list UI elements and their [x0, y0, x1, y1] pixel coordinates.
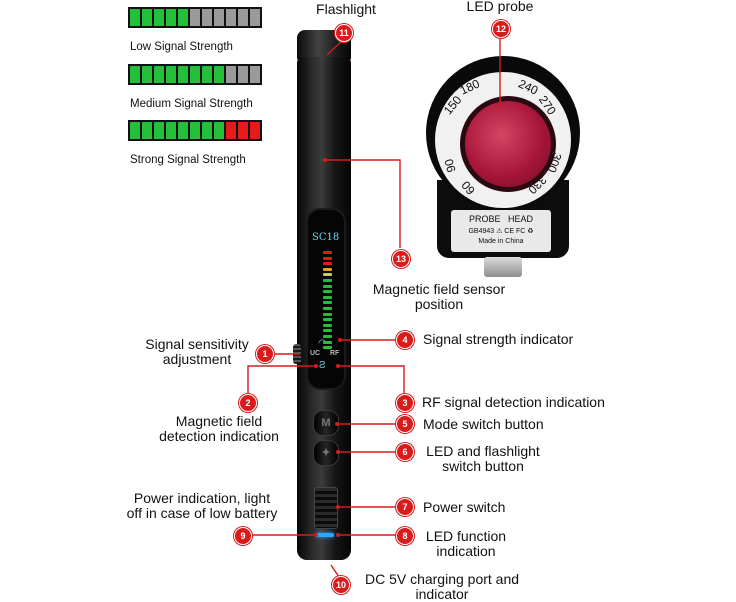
signal-segment — [250, 66, 260, 83]
medium-signal-bar — [128, 64, 262, 85]
label-led-flashlight-switch: LED and flashlight switch button — [426, 443, 540, 474]
signal-led — [323, 323, 332, 327]
signal-led — [323, 346, 332, 350]
signal-segment — [178, 66, 188, 83]
label-magnetic-sensor: Magnetic field sensor position — [372, 281, 506, 312]
signal-segment — [178, 122, 188, 139]
strong-signal-bar — [128, 120, 262, 141]
signal-segment — [130, 122, 140, 139]
callout-badge-13: 13 — [392, 250, 410, 268]
signal-segment — [166, 9, 176, 26]
signal-segment — [226, 66, 236, 83]
display-screen: SC18 UC RF ◠ Ƨ — [306, 208, 346, 390]
signal-segment — [202, 66, 212, 83]
label-signal-indicator: Signal strength indicator — [423, 331, 574, 347]
callout-badge-5: 5 — [396, 415, 414, 433]
signal-segment — [190, 122, 200, 139]
callout-badge-10: 10 — [332, 576, 350, 594]
signal-segment — [142, 66, 152, 83]
signal-segment — [130, 9, 140, 26]
label-magnetic-detection: Magnetic field detection indication — [159, 413, 279, 444]
label-led-function: LED function indication — [425, 528, 507, 559]
signal-led — [323, 312, 332, 316]
signal-segment — [214, 66, 224, 83]
label-rf-detection: RF signal detection indication — [422, 394, 605, 410]
signal-led — [323, 262, 332, 266]
label-dc-charging: DC 5V charging port and indicator — [364, 571, 520, 602]
signal-segment — [190, 66, 200, 83]
callout-badge-9: 9 — [234, 527, 252, 545]
signal-led — [323, 301, 332, 305]
signal-segment — [214, 122, 224, 139]
screen-uc-tag: UC — [310, 350, 321, 357]
signal-segment — [250, 9, 260, 26]
led-function-indicator — [316, 533, 334, 537]
callout-badge-2: 2 — [239, 394, 257, 412]
signal-segment — [142, 9, 152, 26]
callout-badge-11: 11 — [335, 24, 353, 42]
signal-segment — [142, 122, 152, 139]
signal-segment — [130, 66, 140, 83]
label-sensitivity: Signal sensitivity adjustment — [145, 336, 249, 367]
probe-plate-origin: Made in China — [478, 238, 524, 245]
signal-segment — [190, 9, 200, 26]
signal-led — [323, 340, 332, 344]
screen-code: SC18 — [312, 232, 340, 243]
label-led-probe: LED probe — [466, 0, 534, 14]
wifi-icon: ◠ — [318, 338, 327, 349]
strong-signal-label: Strong Signal Strength — [130, 154, 246, 166]
medium-signal-label: Medium Signal Strength — [130, 98, 253, 110]
screen-rf-tag: RF — [330, 350, 340, 357]
signal-led — [323, 251, 332, 254]
callout-badge-3: 3 — [396, 394, 414, 412]
signal-segment — [202, 9, 212, 26]
signal-led — [323, 335, 332, 338]
signal-segment — [202, 122, 212, 139]
signal-led — [323, 284, 332, 288]
signal-segment — [214, 9, 224, 26]
callout-badge-6: 6 — [396, 443, 414, 461]
signal-led — [323, 318, 332, 322]
signal-led — [323, 256, 332, 260]
callout-badge-1: 1 — [256, 345, 274, 363]
usb-plug — [484, 257, 522, 277]
probe-plate-title: PROBE HEAD — [468, 214, 533, 224]
probe-plate-marks: GB4943 ⚠ CE FC ♻ — [468, 228, 534, 235]
signal-segment — [154, 122, 164, 139]
signal-segment — [178, 9, 188, 26]
signal-segment — [238, 9, 248, 26]
signal-segment — [154, 9, 164, 26]
callout-badge-12: 12 — [492, 20, 510, 38]
signal-led — [323, 295, 332, 299]
low-signal-label: Low Signal Strength — [130, 41, 233, 53]
label-mode-switch: Mode switch button — [423, 416, 544, 432]
signal-led — [323, 290, 332, 294]
magnet-icon: Ƨ — [319, 360, 326, 371]
signal-segment — [226, 122, 236, 139]
signal-segment — [166, 122, 176, 139]
callout-badge-8: 8 — [396, 527, 414, 545]
signal-segment — [238, 122, 248, 139]
signal-segment — [250, 122, 260, 139]
label-power-switch: Power switch — [423, 499, 506, 515]
label-flashlight: Flashlight — [316, 1, 376, 17]
signal-led — [323, 267, 332, 271]
signal-led — [323, 307, 332, 310]
probe-plate: PROBE HEAD GB4943 ⚠ CE FC ♻ Made in Chin… — [451, 210, 551, 252]
signal-segment — [238, 66, 248, 83]
signal-led — [323, 279, 332, 282]
signal-segment — [226, 9, 236, 26]
probe-lens — [460, 96, 556, 192]
signal-segment — [154, 66, 164, 83]
signal-led — [323, 329, 332, 333]
signal-led — [323, 273, 332, 277]
signal-segment — [166, 66, 176, 83]
low-signal-bar — [128, 7, 262, 28]
callout-badge-7: 7 — [396, 498, 414, 516]
callout-badge-4: 4 — [396, 331, 414, 349]
label-power-indication: Power indication, light off in case of l… — [126, 490, 278, 521]
